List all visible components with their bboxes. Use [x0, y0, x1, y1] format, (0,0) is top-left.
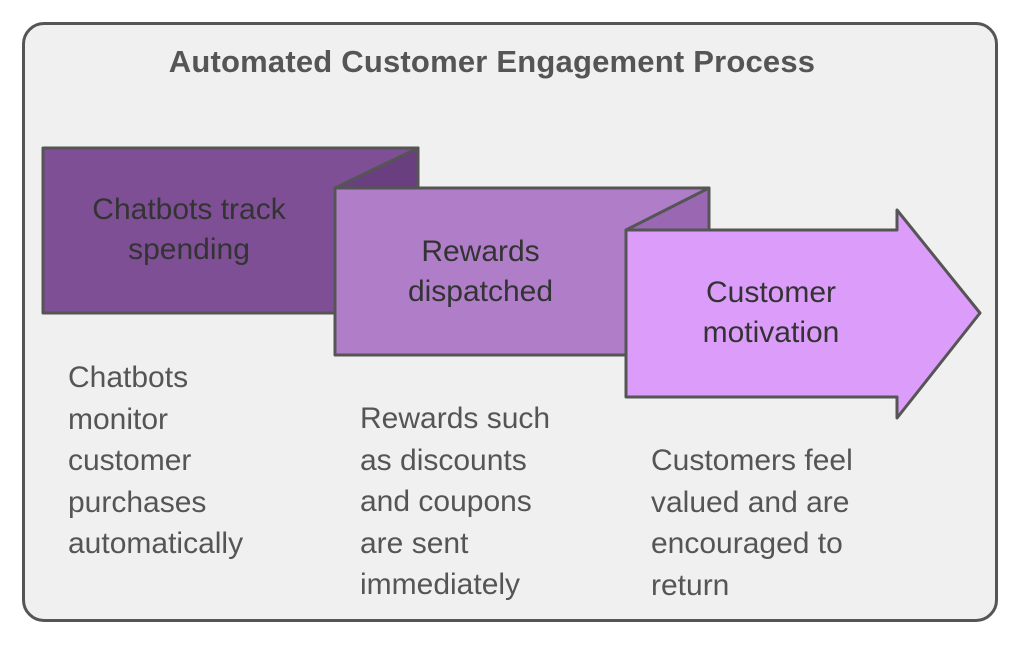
step-2-description: Rewards such as discounts and coupons ar…: [360, 398, 550, 606]
step-3-description: Customers feel valued and are encouraged…: [651, 440, 853, 606]
diagram-title: Automated Customer Engagement Process: [168, 44, 816, 79]
step-1-description-line: Chatbots: [68, 361, 189, 394]
step-2-description-line: as discounts: [360, 443, 527, 477]
step-2-description-line: are sent: [360, 526, 469, 560]
step-3-description-line: Customers feel: [651, 444, 853, 477]
step-1-description-line: customer: [68, 444, 192, 477]
step-3-label: Customer motivation: [626, 273, 916, 353]
step-1-label-line: Chatbots track: [92, 193, 286, 226]
step-2-label-line: dispatched: [407, 275, 554, 308]
step-2-description-line: immediately: [360, 568, 521, 601]
step-1-description: Chatbots monitor customer purchases auto…: [68, 357, 243, 565]
step-3-arrow-shape: [624, 208, 982, 420]
step-1-label-line: spending: [128, 233, 250, 266]
step-3-description-line: return: [651, 568, 730, 602]
step-2-label: Rewards dispatched: [335, 232, 626, 312]
step-1-description-line: automatically: [68, 527, 244, 560]
step-2-label-line: Rewards: [421, 235, 540, 268]
step-3-description-line: encouraged to: [651, 527, 843, 560]
step-3-label-line: motivation: [702, 316, 840, 349]
step-1-description-line: monitor: [68, 402, 169, 436]
step-3-label-line: Customer: [705, 276, 837, 309]
step-3-description-line: valued and are: [651, 485, 850, 519]
step-2-description-line: Rewards such: [360, 402, 551, 435]
step-2-description-line: and coupons: [360, 485, 532, 518]
step-1-description-line: purchases: [68, 485, 207, 519]
step-1-label: Chatbots track spending: [43, 190, 335, 270]
